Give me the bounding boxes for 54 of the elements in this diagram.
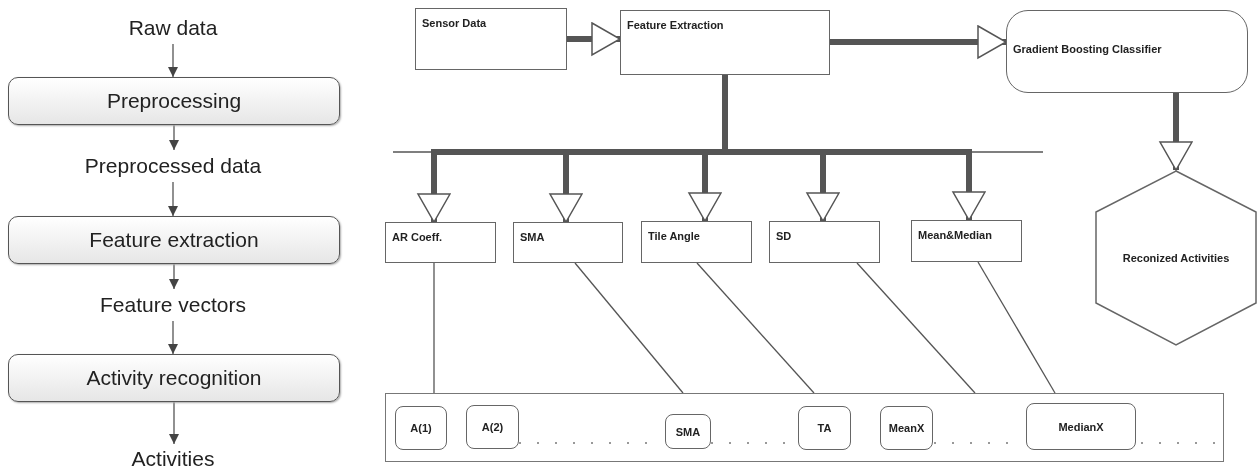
node-label: Feature Extraction xyxy=(627,19,724,31)
node-label: Feature extraction xyxy=(89,228,259,252)
arrow xyxy=(830,25,1007,59)
node-label: Reconized Activities xyxy=(1122,252,1230,264)
feature-slot xyxy=(665,414,711,449)
node-label: SMA xyxy=(675,425,701,438)
feature-slot xyxy=(395,406,447,450)
rounded-box xyxy=(1006,10,1248,93)
arrow xyxy=(168,181,178,217)
connector-line xyxy=(574,262,684,394)
arrow xyxy=(169,263,179,290)
arrow xyxy=(1159,93,1193,171)
node-label: Preprocessing xyxy=(106,89,242,113)
feature-box xyxy=(911,220,1022,262)
node-label: A(2) xyxy=(481,421,504,433)
connector-line xyxy=(977,261,1056,394)
process-box xyxy=(8,354,340,402)
arrow xyxy=(169,401,179,445)
connector-line xyxy=(696,262,815,394)
feature-slot xyxy=(880,406,933,450)
feature-slot xyxy=(1026,403,1136,450)
process-box xyxy=(415,8,567,70)
flow-label: Activities xyxy=(131,447,215,471)
feature-slot xyxy=(798,406,851,450)
flow-label: Feature vectors xyxy=(100,293,246,317)
node-label: AR Coeff. xyxy=(392,231,443,243)
node-label: Gradient Boosting Classifier xyxy=(1013,43,1162,55)
node-label: MeanX xyxy=(888,422,925,434)
connector-line xyxy=(433,262,435,394)
node-label: SD xyxy=(776,230,792,242)
node-label: SMA xyxy=(520,231,545,243)
feature-slot xyxy=(466,405,519,449)
process-box xyxy=(8,77,340,125)
arrow xyxy=(168,320,178,355)
flow-label: Preprocessed data xyxy=(84,154,262,178)
node-label: Activity recognition xyxy=(86,366,262,390)
process-box xyxy=(620,10,830,75)
node-label: Sensor Data xyxy=(422,17,487,29)
container-box xyxy=(385,393,1224,462)
node-label: MedianX xyxy=(1058,420,1104,433)
arrow xyxy=(169,124,179,151)
flow-label: Raw data xyxy=(128,16,218,40)
node-label: TA xyxy=(817,422,832,434)
process-box xyxy=(8,216,340,264)
arrow xyxy=(168,43,178,78)
node-label: A(1) xyxy=(410,422,432,434)
feature-box xyxy=(385,222,496,263)
node-label: Mean&Median xyxy=(918,229,992,241)
connector-line xyxy=(856,262,976,394)
feature-box xyxy=(641,221,752,263)
feature-box xyxy=(769,221,880,263)
node-label: Tile Angle xyxy=(648,230,700,242)
feature-box xyxy=(513,222,623,263)
arrow xyxy=(567,22,621,56)
